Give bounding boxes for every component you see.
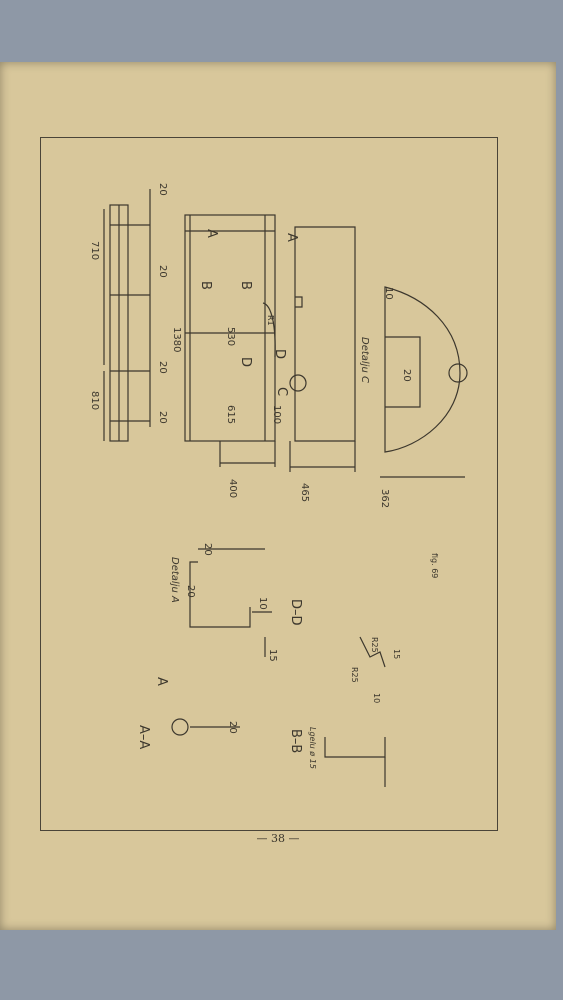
drawing-frame — [40, 137, 498, 831]
dim-r: R1 — [266, 315, 275, 326]
section-bb-shape — [324, 737, 386, 758]
drawing-svg: 20 20 20 20 710 810 1380 530 615 100 R1 … — [89, 183, 468, 787]
section-aa-pointer: A — [154, 677, 169, 686]
section-mark-a-right: A — [284, 233, 299, 242]
section-dd-r25-a: R25 — [370, 637, 379, 653]
dim-810: 810 — [89, 391, 100, 410]
dim-530: 530 — [225, 327, 236, 346]
detail-c-outline — [384, 286, 461, 453]
page-number: — 38 — — [256, 832, 300, 845]
dim-465: 465 — [299, 483, 310, 502]
section-dd-r25-b: R25 — [350, 667, 359, 683]
section-mark-c: C — [274, 387, 289, 396]
right-body — [294, 226, 356, 442]
detail-c-dim-20: 20 — [401, 369, 412, 382]
section-mark-d-right: D — [272, 349, 287, 359]
dim-710: 710 — [89, 241, 100, 260]
technical-drawing: 20 20 20 20 710 810 1380 530 615 100 R1 … — [40, 137, 498, 831]
dim-615: 615 — [225, 405, 236, 424]
dim-100: 100 — [271, 405, 282, 424]
dim-top-20-b: 20 — [157, 265, 168, 278]
detail-a-dim-10: 10 — [257, 597, 268, 610]
detail-c-dim-362: 362 — [379, 489, 390, 508]
section-dd-title: D–D — [288, 599, 303, 626]
detail-a-title: Detalju A — [169, 557, 180, 603]
section-bb-title: B–B — [288, 729, 303, 753]
right-notch-1 — [295, 296, 303, 308]
detail-a-dim-15: 15 — [267, 649, 278, 662]
section-dd-shape — [359, 636, 386, 668]
section-dd-10: 10 — [372, 693, 381, 703]
slot-curve — [262, 302, 276, 358]
detail-a-bracket — [189, 561, 251, 628]
detail-c-hole — [448, 363, 468, 383]
detail-c-title: Detalju C — [359, 337, 370, 383]
detail-c-dim-10: 10 — [383, 287, 394, 300]
section-bb-note: Lgelu ø 15 — [308, 727, 317, 769]
paper-sheet — [0, 62, 556, 930]
section-aa-title: A–A — [136, 725, 151, 749]
fig-number: fig. 69 — [430, 553, 439, 578]
dim-1380: 1380 — [171, 327, 182, 352]
section-mark-d-left: D — [238, 357, 253, 367]
detail-c-notch — [385, 336, 421, 408]
section-mark-b-right: B — [238, 281, 253, 290]
section-aa-dim-20: 20 — [227, 721, 238, 734]
section-dd-15: 15 — [392, 649, 401, 659]
detail-a-dim-20-top: 20 — [202, 543, 213, 556]
section-mark-a-left: A — [204, 229, 219, 238]
middle-body — [184, 214, 276, 442]
dim-top-20-c: 20 — [157, 361, 168, 374]
section-aa-circle — [171, 718, 189, 736]
dim-400: 400 — [227, 479, 238, 498]
detail-a-dim-20-left: 20 — [185, 585, 196, 598]
hole-c — [289, 374, 307, 392]
dim-top-20-a: 20 — [157, 183, 168, 196]
dim-top-20-d: 20 — [157, 411, 168, 424]
section-mark-b-left: B — [198, 281, 213, 290]
